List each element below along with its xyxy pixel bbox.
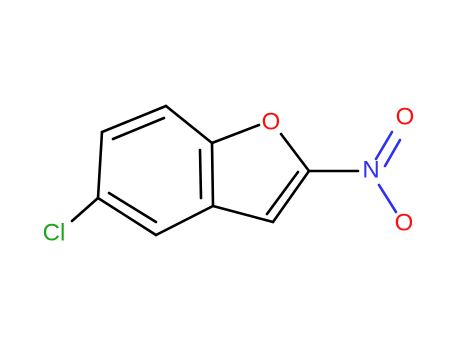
bond-c2-c3	[271, 169, 311, 224]
benzene-ring	[96, 104, 215, 237]
bond-c3a-c7a	[210, 141, 215, 208]
bond-n-o-top-b	[383, 138, 402, 168]
bond-o1-c2	[279, 132, 311, 173]
substituent-bonds	[70, 130, 402, 223]
bond-c7-c6	[100, 104, 168, 134]
inner-double-bond-c7-c6	[111, 116, 166, 141]
nitro-nitrogen-label: N	[362, 156, 379, 183]
chlorine-label: Cl	[43, 219, 66, 246]
bond-c7a-o1	[210, 123, 261, 145]
ring-oxygen-label: O	[262, 108, 281, 135]
inner-double-bond-c5-c4	[107, 191, 158, 224]
bond-n-o-top-a	[374, 130, 394, 161]
bond-c4-c3a	[154, 204, 215, 237]
furan-ring	[210, 123, 311, 224]
atom-labels: Cl O N O O	[43, 103, 415, 246]
bond-c5-cl	[70, 196, 100, 223]
bond-n-o-bottom	[377, 183, 398, 214]
inner-double-bond-c3a-c7a	[198, 148, 203, 200]
inner-double-bond-c2-c3	[265, 170, 300, 216]
bond-c6-c5	[96, 130, 104, 200]
nitro-oxygen-top-label: O	[396, 103, 415, 130]
nitro-oxygen-bottom-label: O	[395, 209, 414, 236]
bond-c3-c3a	[211, 204, 275, 224]
bond-c5-c4	[96, 196, 158, 237]
bond-c7a-c7	[164, 104, 214, 145]
